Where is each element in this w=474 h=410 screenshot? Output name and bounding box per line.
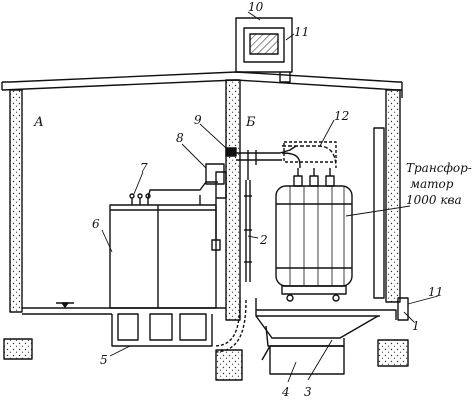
cable-run: [213, 299, 247, 353]
leader-lines: [101, 11, 439, 383]
central-wall: [225, 79, 241, 321]
callout-10: 10: [248, 0, 264, 14]
callout-5: 5: [100, 353, 108, 367]
cable-channel: [111, 313, 213, 347]
labels: А Б Трансфор- матор 1000 ква 1 2 3 4 5 6…: [33, 0, 472, 399]
callout-11-top: 11: [294, 25, 309, 39]
room-b-label: Б: [245, 115, 256, 130]
callout-6: 6: [92, 217, 100, 231]
busbar-elbow: [281, 141, 337, 169]
drive-rod: [244, 180, 252, 282]
roof: [1, 71, 403, 98]
callout-3: 3: [304, 385, 312, 399]
transformer-label-line1: Трансфор-: [406, 161, 472, 175]
callout-8: 8: [176, 131, 184, 145]
transformer-label-line2: матор: [410, 177, 454, 191]
busbar-passage: [236, 145, 297, 180]
cabinet-bushings: [129, 181, 218, 205]
callout-7: 7: [140, 161, 148, 175]
callout-9: 9: [194, 113, 202, 127]
foundation-center: [215, 349, 243, 381]
callout-12: 12: [334, 109, 349, 123]
callout-2: 2: [259, 233, 268, 247]
transformer-label-line3: 1000 ква: [406, 193, 462, 207]
oil-pit: [255, 315, 379, 347]
right-outer-wall: [373, 89, 401, 303]
roof-vent: [235, 17, 293, 83]
transformer-bushings: [293, 168, 335, 187]
switchgear-cabinet: [109, 204, 217, 309]
callout-11-bottom: 11: [428, 285, 443, 299]
left-outer-wall: [9, 89, 23, 313]
room-a-label: А: [33, 115, 44, 130]
callout-1: 1: [412, 319, 420, 333]
wall-disconnector: [205, 147, 237, 251]
transformer: [275, 185, 353, 302]
transformer-platform: [255, 297, 409, 321]
callout-4: 4: [281, 385, 290, 399]
foundation-left: [3, 338, 33, 360]
foundation-right: [377, 339, 409, 367]
oil-sump: [261, 345, 345, 375]
